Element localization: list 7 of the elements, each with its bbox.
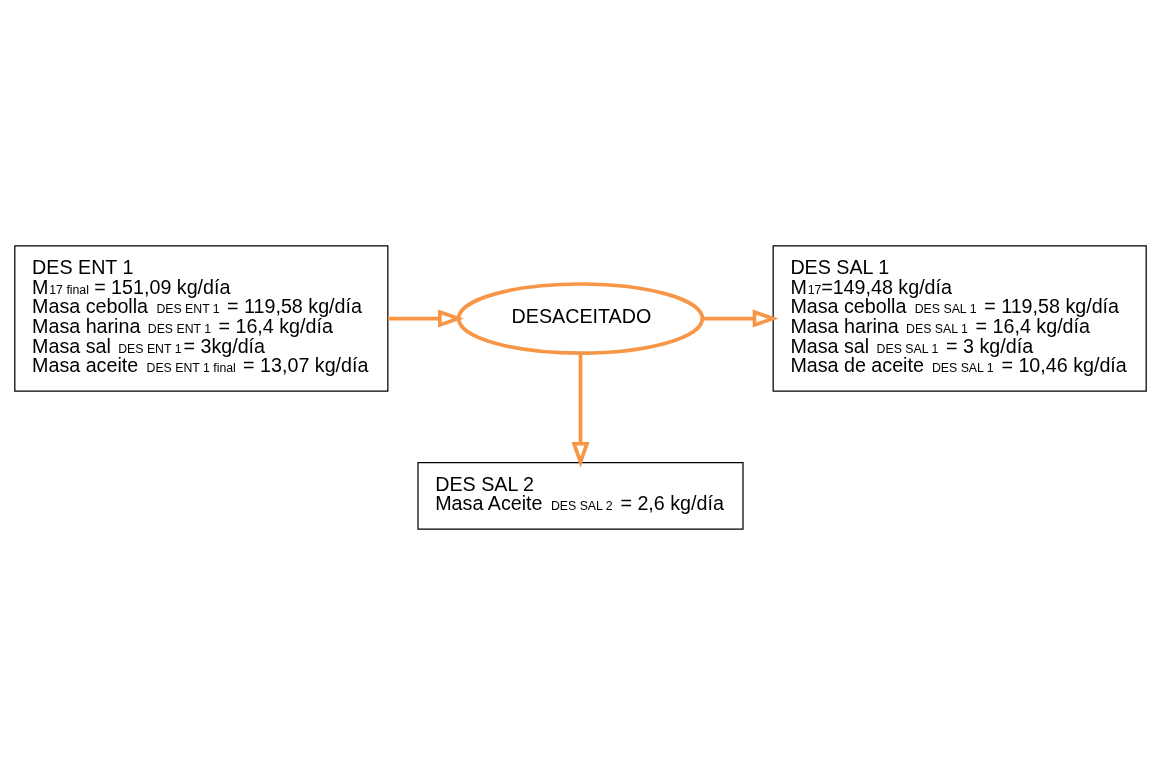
node-box: DES SAL 1 M17=149,48 kg/día Masa cebolla DES SAL 1 = 119,58 kg/día Masa harina DES SAL 1 = 16,4 kg/día Masa sal DES SAL 1 = 3 kg/día Masa de aceite DES SAL 1 = 10,46 kg/día xyxy=(772,244,1147,392)
arrow xyxy=(571,353,590,468)
arrow xyxy=(387,309,464,328)
arrow xyxy=(702,309,779,328)
node-box: DES ENT 1 M17 final = 151,09 kg/día Masa cebolla DES ENT 1 = 119,58 kg/día Masa harina DES ENT 1 = 16,4 kg/día Masa sal DES ENT 1= 3kg/día Masa aceite DES ENT 1 final = 13,07 kg/día xyxy=(14,244,389,392)
node-box: DES SAL 2 Masa Aceite DES SAL 2 = 2,6 kg/día xyxy=(417,461,744,530)
node-ellipse: DESACEITADO xyxy=(456,281,705,355)
